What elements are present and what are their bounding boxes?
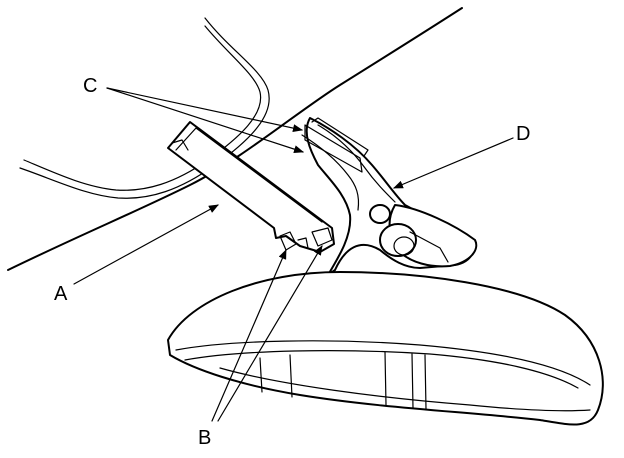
leader-lines (73, 87, 514, 422)
leader-d (393, 137, 514, 189)
label-b: B (198, 427, 211, 449)
leader-a (73, 204, 219, 285)
leader-c1 (106, 87, 303, 133)
leader-c2 (106, 87, 304, 154)
mirror-cover (167, 121, 335, 253)
mirror-base (301, 117, 478, 276)
leader-b2 (217, 245, 323, 422)
label-d: D (516, 123, 530, 145)
label-c: C (83, 75, 97, 97)
mirror-body (167, 271, 604, 426)
leader-b1 (211, 249, 287, 422)
label-a: A (54, 283, 68, 305)
